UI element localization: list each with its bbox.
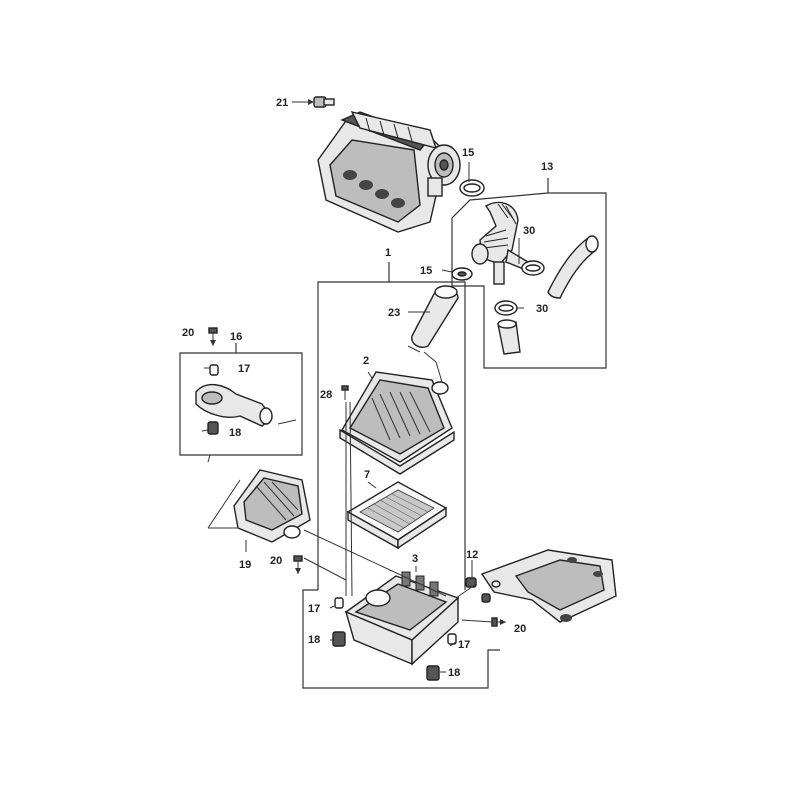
callout-12: 12: [466, 549, 478, 561]
callout-3: 3: [412, 553, 418, 565]
clamp-30-upper: [521, 260, 545, 276]
intake-hose-13: [471, 201, 529, 285]
callout-2: 2: [363, 355, 369, 367]
callout-20-right: 20: [514, 623, 526, 635]
air-duct-23: [411, 285, 459, 348]
air-cleaner-housing-3: [344, 571, 460, 666]
resonator-19: [233, 469, 311, 543]
group-box-13: [451, 178, 607, 369]
callout-15-lower: 15: [420, 265, 432, 277]
clamp-30-lower: [494, 300, 518, 316]
group-box-16: [179, 343, 303, 456]
callout-23: 23: [388, 307, 400, 319]
resonator-duct-16: [195, 364, 273, 435]
callout-16: 16: [230, 331, 242, 343]
callout-15-upper: 15: [462, 147, 474, 159]
nut-12b: [481, 593, 491, 603]
callout-17-group16: 17: [238, 363, 250, 375]
callout-1: 1: [385, 247, 391, 259]
callout-arrows: [210, 99, 506, 625]
map-sensor: [313, 96, 335, 108]
callout-18-left: 18: [308, 634, 320, 646]
pcv-hose: [547, 235, 599, 299]
callout-19: 19: [239, 559, 251, 571]
callout-17-right: 17: [458, 639, 470, 651]
air-cleaner-cover-2: [339, 371, 455, 475]
callout-30-lower: 30: [536, 303, 548, 315]
callout-21: 21: [276, 97, 288, 109]
callout-7: 7: [364, 469, 370, 481]
grommet-17-right: [447, 633, 457, 645]
callout-20-top: 20: [182, 327, 194, 339]
throttle-body: [427, 144, 461, 197]
callout-28: 28: [320, 389, 332, 401]
leader-lines: [201, 101, 524, 673]
callout-30-upper: 30: [523, 225, 535, 237]
mount-18-left: [332, 631, 346, 647]
screw-28: [341, 385, 349, 400]
callout-13: 13: [541, 161, 553, 173]
grommet-17-left: [334, 597, 344, 609]
callout-18-right: 18: [448, 667, 460, 679]
breather-hose: [497, 319, 521, 355]
mount-18-right: [426, 665, 440, 681]
mounting-bracket: [480, 549, 617, 623]
hose-clamp-15-lower: [451, 267, 473, 281]
callout-20-mid: 20: [270, 555, 282, 567]
filter-element-7: [346, 481, 448, 550]
callout-18-group16: 18: [229, 427, 241, 439]
intake-manifold: [317, 110, 447, 233]
callouts: 21 15 13 1 30 15 23 30 20 16 17 2 28 18 …: [182, 97, 553, 679]
hose-clamp-15-upper: [459, 179, 485, 197]
group-box-1: [302, 262, 500, 689]
callout-17-left: 17: [308, 603, 320, 615]
